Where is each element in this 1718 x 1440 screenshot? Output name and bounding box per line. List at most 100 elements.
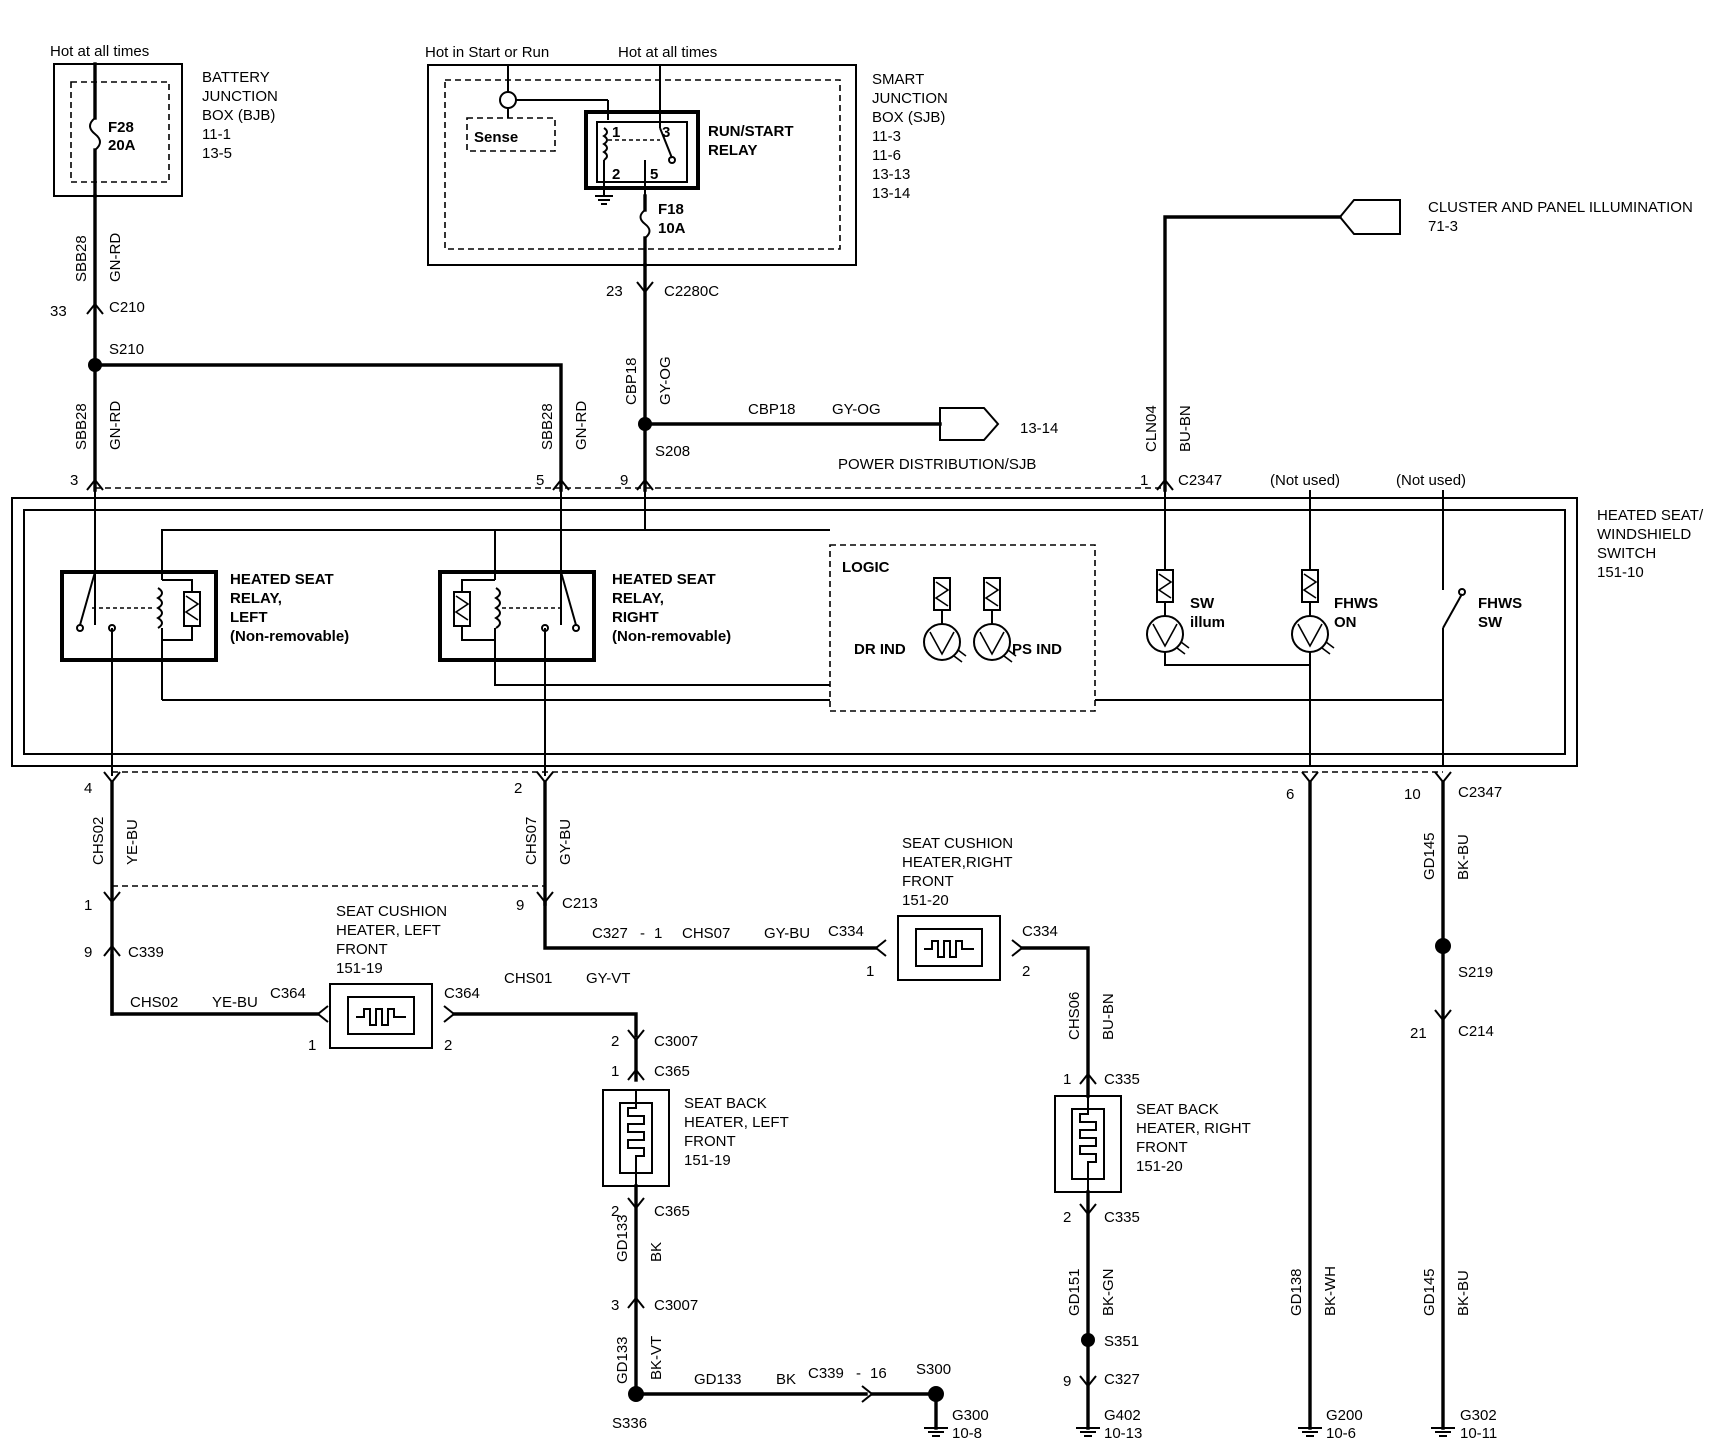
seat-cushion-left-element <box>356 1008 406 1026</box>
c213-pin-b: 9 <box>516 897 524 914</box>
c2280c-label: C2280C <box>664 283 719 300</box>
c3007-label-b: C3007 <box>654 1297 698 1314</box>
g302-ref: 10-11 <box>1460 1425 1497 1440</box>
bjb-title-5: 13-5 <box>202 145 232 162</box>
c213-label: C213 <box>562 895 598 912</box>
wire-sbb28-id-right: SBB28 <box>539 403 556 450</box>
smart-junction-box: Hot in Start or Run Hot at all times Sen… <box>425 44 948 267</box>
switch-outer <box>11 497 1578 767</box>
c335-label-b: C335 <box>1104 1209 1140 1226</box>
bjb-title-1: BATTERY <box>202 69 270 86</box>
not-used-label-2: (Not used) <box>1396 472 1466 489</box>
relay-right-name-3: RIGHT <box>612 609 659 626</box>
bjb-inner <box>70 81 170 183</box>
seat-cushion-left-inner <box>347 996 415 1035</box>
pin-9: 9 <box>620 472 628 489</box>
switch-title-2: WINDSHIELD <box>1597 526 1691 543</box>
wire-cbp18-color-h: GY-OG <box>832 401 881 418</box>
relay-left-name-4: (Non-removable) <box>230 628 349 645</box>
power-dist-label: POWER DISTRIBUTION/SJB <box>838 456 1036 473</box>
wire-gd151-id: GD151 <box>1066 1268 1083 1316</box>
c364-label-a: C364 <box>270 985 306 1002</box>
relay-pin-3: 3 <box>662 124 670 141</box>
relay-left-name-3: LEFT <box>230 609 268 626</box>
wire-sbb28-color-top: GN-RD <box>107 233 124 282</box>
logic-box <box>829 544 1096 712</box>
g302-label: G302 <box>1460 1407 1497 1424</box>
wire-gd133-color-a: BK <box>648 1242 665 1262</box>
c2347-label-top: C2347 <box>1178 472 1222 489</box>
relay-left-name-1: HEATED SEAT <box>230 571 334 588</box>
pin-1: 1 <box>1140 472 1148 489</box>
c210-pin: 33 <box>50 303 67 320</box>
c327b-pin: 9 <box>1063 1373 1071 1390</box>
wire-gd138-id: GD138 <box>1288 1268 1305 1316</box>
not-used-label-1: (Not used) <box>1270 472 1340 489</box>
wire-chs06-id: CHS06 <box>1066 992 1083 1040</box>
wire-chs07-id-h: CHS07 <box>682 925 730 942</box>
wire-chs07-color: GY-BU <box>557 819 574 865</box>
cluster-label-1: CLUSTER AND PANEL ILLUMINATION <box>1428 199 1693 216</box>
c334-pin-b: 2 <box>1022 963 1030 980</box>
wire-cln04-color: BU-BN <box>1177 405 1194 452</box>
c214-label: C214 <box>1458 1023 1494 1040</box>
seat-back-right-4: 151-20 <box>1136 1158 1183 1175</box>
relay-pin-2: 2 <box>612 166 620 183</box>
sjb-title-4: 11-3 <box>872 128 901 145</box>
splice-s351 <box>1081 1333 1095 1347</box>
c3007-pin-a: 2 <box>611 1033 619 1050</box>
c2347-label-bottom: C2347 <box>1458 784 1502 801</box>
s210-label: S210 <box>109 341 144 358</box>
c339-16-sep: - <box>856 1365 861 1382</box>
wire-gd151-color: BK-GN <box>1100 1268 1117 1316</box>
c214-pin: 21 <box>1410 1025 1427 1042</box>
c334-label-a: C334 <box>828 923 864 940</box>
fhws-switch-contact <box>1442 593 1463 629</box>
wire-gd138-color: BK-WH <box>1322 1266 1339 1316</box>
sbb28-feed: SBB28 GN-RD 33 C210 S210 SBB28 GN-RD SBB… <box>50 194 590 492</box>
seat-cushion-right-4: 151-20 <box>902 892 949 909</box>
bjb-title-2: JUNCTION <box>202 88 278 105</box>
wire-chs02-id: CHS02 <box>90 817 107 865</box>
seat-back-right-3: FRONT <box>1136 1139 1188 1156</box>
switch-ground-circuits: GD138 BK-WH G200 10-6 GD145 BK-BU S219 2… <box>1288 780 1497 1440</box>
wire-cln04-id: CLN04 <box>1143 405 1160 452</box>
c335-pin-b: 2 <box>1063 1209 1071 1226</box>
sjb-title-1: SMART <box>872 71 924 88</box>
g402-label: G402 <box>1104 1407 1141 1424</box>
seat-cushion-right-outer <box>897 915 1001 981</box>
relay-right-name-1: HEATED SEAT <box>612 571 716 588</box>
relay-right-name-4: (Non-removable) <box>612 628 731 645</box>
run-start-coil <box>602 127 608 161</box>
relay-pin-1: 1 <box>612 124 620 141</box>
wire-gd133-id-b: GD133 <box>614 1336 631 1384</box>
relay-pin-5: 5 <box>650 166 658 183</box>
seat-cushion-left-4: 151-19 <box>336 960 383 977</box>
cluster-label-2: 71-3 <box>1428 218 1458 235</box>
switch-title-4: 151-10 <box>1597 564 1644 581</box>
wire-chs06-color: BU-BN <box>1100 993 1117 1040</box>
c365-pin-b: 2 <box>611 1203 619 1220</box>
c335-pin-a: 1 <box>1063 1071 1071 1088</box>
seat-cushion-right-2: HEATER,RIGHT <box>902 854 1013 871</box>
relay-left-name-2: RELAY, <box>230 590 282 607</box>
c213-pin-a: 1 <box>84 897 92 914</box>
run-start-relay-box <box>584 110 700 190</box>
logic-title: LOGIC <box>842 559 890 576</box>
relay-right-box <box>438 570 596 662</box>
wire-gd145-color-top: BK-BU <box>1455 834 1472 880</box>
wire-chs07-id: CHS07 <box>523 817 540 865</box>
c364-label-b: C364 <box>444 985 480 1002</box>
relay-left-box <box>60 570 218 662</box>
sjb-supply-left: Hot in Start or Run <box>425 44 549 61</box>
sense-circle <box>499 91 517 109</box>
seat-cushion-left-2: HEATER, LEFT <box>336 922 441 939</box>
sense-label: Sense <box>474 129 518 146</box>
seat-cushion-right-element <box>924 940 974 958</box>
run-start-contact <box>659 127 673 159</box>
wire-chs07-color-h: GY-BU <box>764 925 810 942</box>
s208-label: S208 <box>655 443 690 460</box>
wire-cbp18-id-h: CBP18 <box>748 401 796 418</box>
pin-6: 6 <box>1286 786 1294 803</box>
